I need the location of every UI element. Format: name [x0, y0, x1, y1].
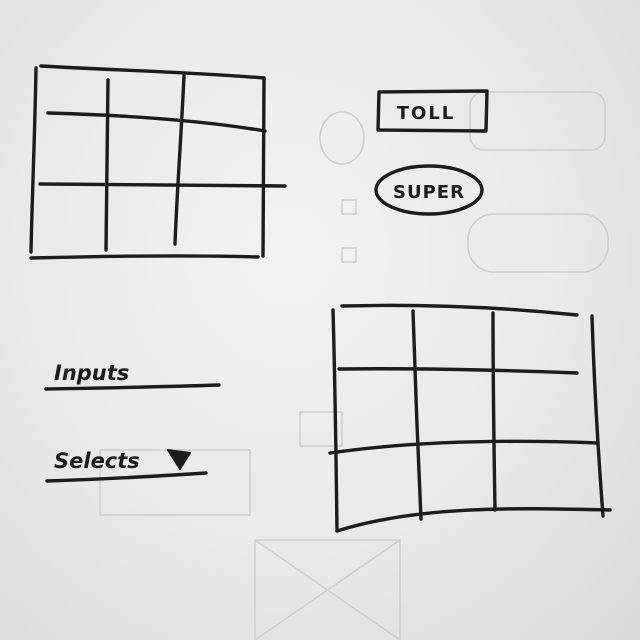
triangle-down-icon — [167, 449, 191, 470]
super-button[interactable]: SUPER — [374, 164, 484, 216]
input-field[interactable]: Inputs — [44, 361, 221, 391]
super-button-label: SUPER — [393, 182, 465, 203]
toll-button-label: TOLL — [397, 103, 456, 124]
select-field-label: Selects — [54, 449, 140, 473]
input-field-label: Inputs — [54, 361, 129, 385]
table-sketch-bottom-right — [328, 303, 612, 533]
background-ghost-marks — [99, 91, 609, 640]
toll-button[interactable]: TOLL — [376, 89, 489, 133]
select-field[interactable]: Selects — [45, 449, 208, 483]
table-sketch-top-left — [29, 64, 287, 260]
